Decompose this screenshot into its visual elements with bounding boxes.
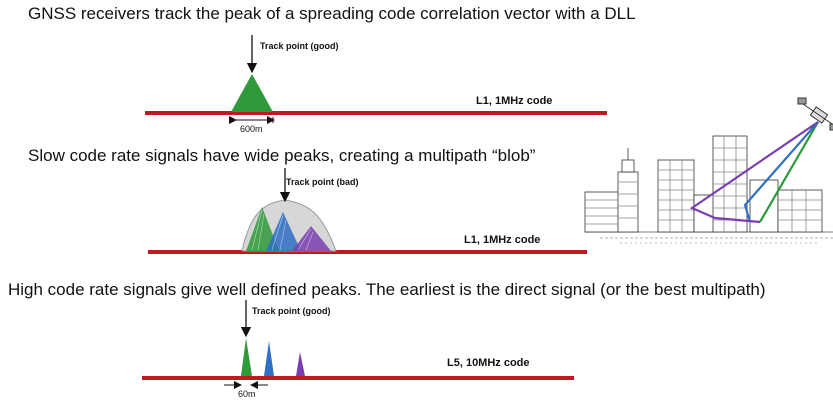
section1-direct-peak <box>231 74 273 112</box>
section2-track-label: Track point (bad) <box>286 177 359 187</box>
satellite-icon <box>797 97 833 131</box>
signal-paths <box>689 121 819 224</box>
section3-track-label: Track point (good) <box>252 306 331 316</box>
section1-width-label: 600m <box>240 124 263 134</box>
multipath2-path <box>689 121 819 224</box>
section3-multipath1-peak <box>264 341 274 376</box>
section3-direct-peak <box>241 338 252 376</box>
multipath1-path <box>743 121 819 223</box>
section3-width-label: 60m <box>238 389 256 399</box>
section1-heading: GNSS receivers track the peak of a sprea… <box>28 4 636 23</box>
city-multipath-illustration <box>584 135 833 244</box>
section2-multipath2-peak <box>292 226 331 251</box>
section3-heading: High code rate signals give well defined… <box>8 280 766 299</box>
section1-code-label: L1, 1MHz code <box>476 95 553 107</box>
section3-code-label: L5, 10MHz code <box>447 357 530 369</box>
section2-heading: Slow code rate signals have wide peaks, … <box>28 146 536 165</box>
section2-code-label: L1, 1MHz code <box>464 234 541 246</box>
section1-track-label: Track point (good) <box>260 41 339 51</box>
section1-width-marker <box>229 116 275 124</box>
section3-multipath2-peak <box>296 352 305 376</box>
direct-path <box>759 121 819 223</box>
